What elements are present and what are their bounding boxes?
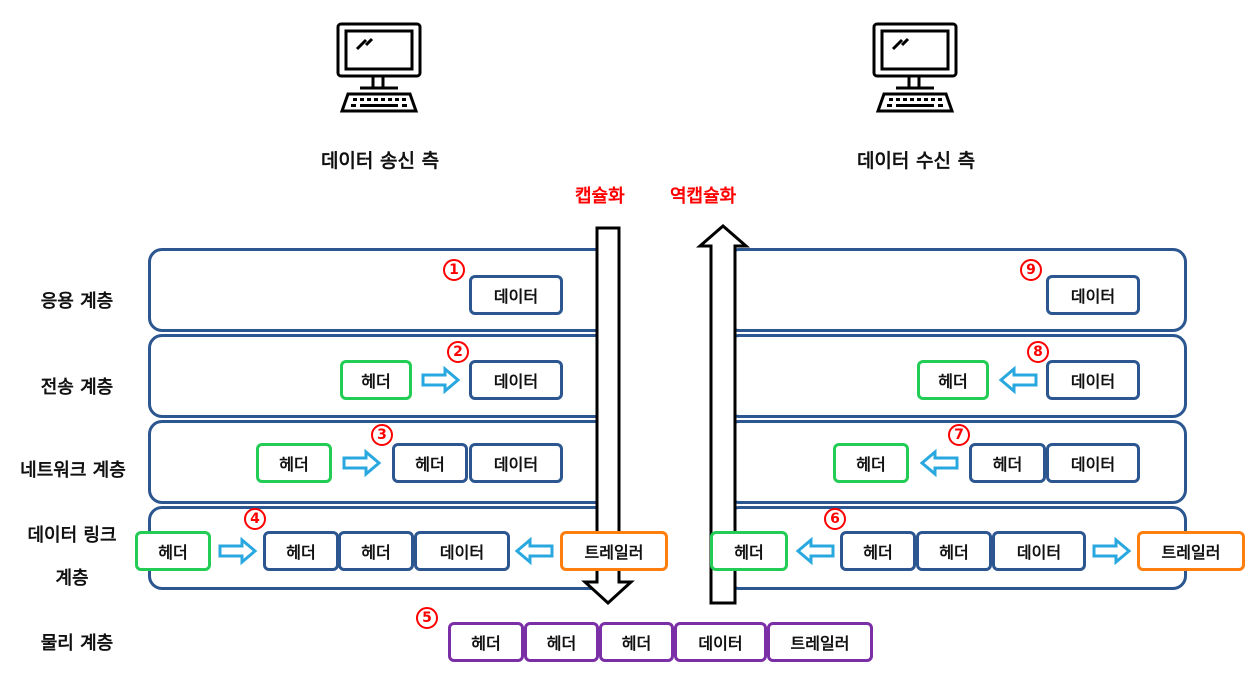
trailer-box: 트레일러: [560, 531, 668, 571]
data-box: 데이터: [469, 360, 563, 400]
header-box-new: 헤더: [135, 531, 211, 571]
data-box: 데이터: [414, 531, 510, 571]
layer-label-datalink: 데이터 링크: [27, 525, 117, 546]
header-box-removed: 헤더: [710, 531, 788, 571]
layer-label-datalink-2: 계층: [55, 568, 89, 589]
physical-header-box: 헤더: [448, 622, 524, 662]
receiver-label: 데이터 수신 측: [856, 150, 976, 172]
data-box: 데이터: [992, 531, 1086, 571]
step-marker-7: 7: [948, 424, 970, 446]
trailer-box: 트레일러: [1137, 531, 1245, 571]
layer-label-physical: 물리 계층: [40, 633, 114, 654]
header-box-removed: 헤더: [833, 443, 909, 483]
data-box: 데이터: [469, 443, 563, 483]
header-box: 헤더: [392, 443, 468, 483]
step-marker-2: 2: [447, 341, 469, 363]
header-box: 헤더: [338, 531, 414, 571]
step-marker-3: 3: [371, 424, 393, 446]
physical-header-box: 헤더: [599, 622, 674, 662]
step-marker-5: 5: [416, 607, 438, 629]
data-box: 데이터: [1046, 360, 1140, 400]
decapsulation-label: 역캡슐화: [670, 186, 737, 207]
step-marker-9: 9: [1020, 259, 1042, 281]
physical-header-box: 헤더: [524, 622, 599, 662]
data-box: 데이터: [469, 275, 563, 315]
header-box-removed: 헤더: [917, 360, 989, 400]
physical-data-box: 데이터: [674, 622, 767, 662]
layer-label-application: 응용 계층: [40, 291, 114, 312]
data-box: 데이터: [1046, 443, 1140, 483]
encapsulation-label: 캡슐화: [575, 186, 625, 207]
header-box: 헤더: [969, 443, 1046, 483]
step-marker-4: 4: [244, 508, 266, 530]
step-marker-1: 1: [443, 259, 465, 281]
header-box-new: 헤더: [256, 443, 332, 483]
step-marker-6: 6: [824, 508, 846, 530]
header-box: 헤더: [916, 531, 992, 571]
physical-trailer-box: 트레일러: [767, 622, 873, 662]
header-box: 헤더: [263, 531, 339, 571]
header-box-new: 헤더: [340, 360, 412, 400]
layer-label-network: 네트워크 계층: [20, 460, 126, 481]
data-box: 데이터: [1046, 275, 1140, 315]
layer-label-transport: 전송 계층: [40, 377, 114, 398]
step-marker-8: 8: [1027, 341, 1049, 363]
sender-label: 데이터 송신 측: [320, 150, 440, 172]
header-box: 헤더: [840, 531, 916, 571]
